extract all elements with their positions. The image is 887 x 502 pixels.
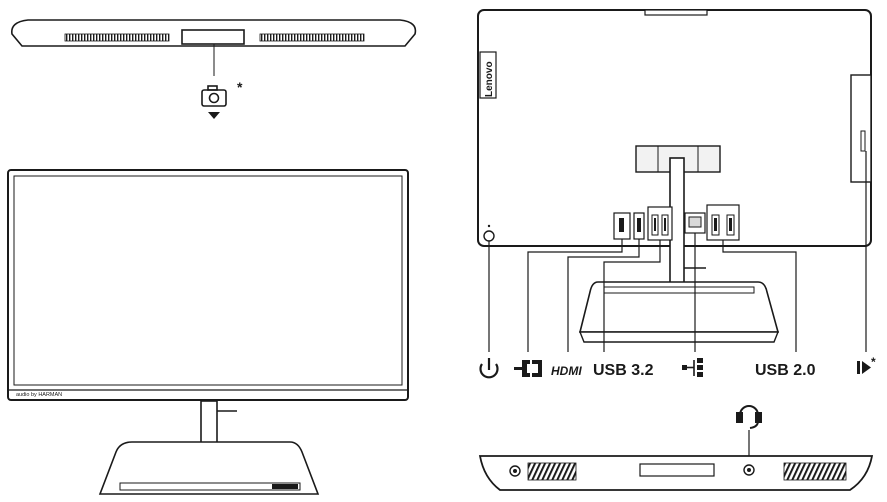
bottom-speaker-grill-right: [783, 462, 847, 481]
rear-top-camera-slot: [644, 9, 708, 16]
power-icon: [479, 358, 499, 379]
card-reader-slot: [860, 130, 866, 152]
camera-asterisk: *: [237, 79, 243, 95]
front-view: [7, 169, 409, 495]
top-edge-view: [11, 19, 417, 76]
front-stand-neck: [200, 400, 218, 448]
top-speaker-grill-left: [64, 33, 170, 42]
rear-base-bottom: [578, 331, 780, 343]
front-base-strip: [119, 482, 301, 491]
usb20-label: USB 2.0: [755, 362, 816, 379]
rear-logo-tab: [479, 51, 497, 99]
bottom-label-plate: [639, 463, 715, 477]
card-reader-icon: [857, 361, 871, 374]
port-callout-lines: [488, 151, 867, 352]
card-reader-asterisk: *: [871, 355, 876, 369]
down-triangle-icon: [208, 112, 220, 119]
hdmi-label: HDMI: [551, 364, 582, 378]
headset-icon: [736, 405, 762, 429]
bottom-speaker-grill-left: [527, 462, 577, 481]
front-stand-base: [98, 441, 320, 495]
dc-power-connector-icon: [514, 360, 542, 377]
harman-brand-text: audio by HARMAN: [16, 392, 62, 398]
front-screen: [13, 175, 403, 386]
rear-power-button: [483, 230, 495, 242]
ethernet-icon: [682, 358, 703, 377]
rear-side-panel: [850, 74, 872, 183]
rear-lenovo-logo: Lenovo: [484, 61, 495, 97]
rear-view: [477, 9, 872, 343]
pop-up-camera-housing: [181, 29, 245, 45]
camera-icon: [201, 85, 227, 107]
front-base-logo-mark: [272, 484, 298, 489]
usb32-label: USB 3.2: [593, 362, 654, 379]
top-speaker-grill-right: [259, 33, 365, 42]
bottom-edge-view: [478, 455, 874, 491]
